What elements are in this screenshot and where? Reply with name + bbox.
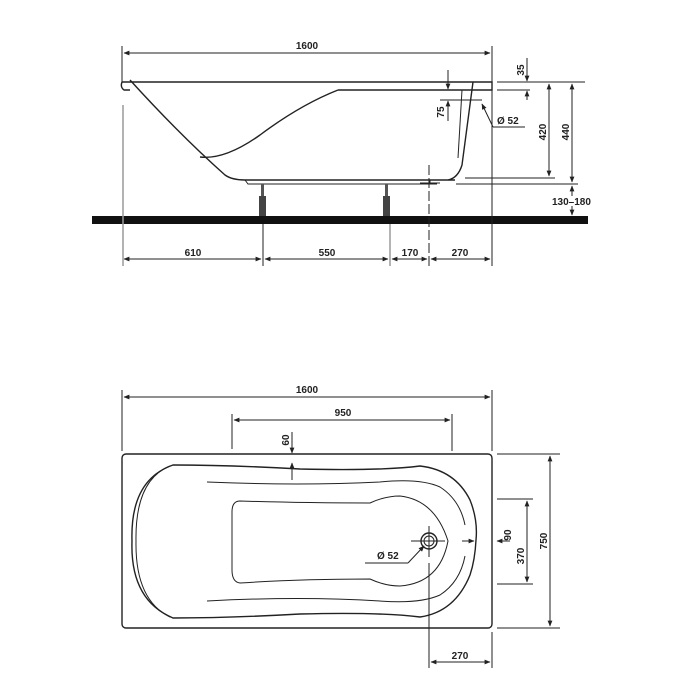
dim-170: 170 bbox=[402, 248, 419, 259]
leg-height-label: 130–180 bbox=[552, 197, 591, 208]
dim-270: 270 bbox=[452, 248, 469, 259]
dim-610: 610 bbox=[185, 248, 202, 259]
side-length-label: 1600 bbox=[296, 41, 319, 52]
rim-thickness-label: 35 bbox=[516, 64, 527, 76]
overflow-span-label: 370 bbox=[516, 547, 527, 564]
overall-width-label: 750 bbox=[539, 532, 550, 549]
leg-position-dimensions: 610 550 170 270 bbox=[123, 90, 493, 266]
dim-550: 550 bbox=[319, 248, 336, 259]
height-dimensions: 420 440 130–180 bbox=[456, 83, 591, 216]
tub-side-profile bbox=[120, 79, 493, 185]
top-view: 1600 950 60 Ø 52 9 bbox=[121, 385, 560, 668]
total-height-label: 440 bbox=[561, 123, 572, 140]
drain-diameter-label: Ø 52 bbox=[377, 551, 399, 562]
inner-span-label: 950 bbox=[335, 408, 352, 419]
drain bbox=[411, 526, 445, 668]
drain-from-end-label: 270 bbox=[452, 651, 469, 662]
side-length-dimension: 1600 bbox=[121, 41, 493, 82]
overflow-diameter-label: Ø 52 bbox=[497, 116, 519, 127]
floor-line bbox=[92, 216, 588, 224]
side-view: 1600 bbox=[92, 41, 591, 266]
top-length-label: 1600 bbox=[296, 385, 319, 396]
inner-height-label: 420 bbox=[538, 123, 549, 140]
drain-offset-label: 90 bbox=[503, 529, 514, 541]
rim-dimensions: 35 75 Ø 52 bbox=[436, 58, 585, 128]
rim-offset-label: 60 bbox=[281, 434, 292, 446]
overflow-offset-label: 75 bbox=[436, 106, 447, 118]
tub-outline-top bbox=[121, 453, 493, 629]
tub-legs bbox=[259, 184, 390, 216]
